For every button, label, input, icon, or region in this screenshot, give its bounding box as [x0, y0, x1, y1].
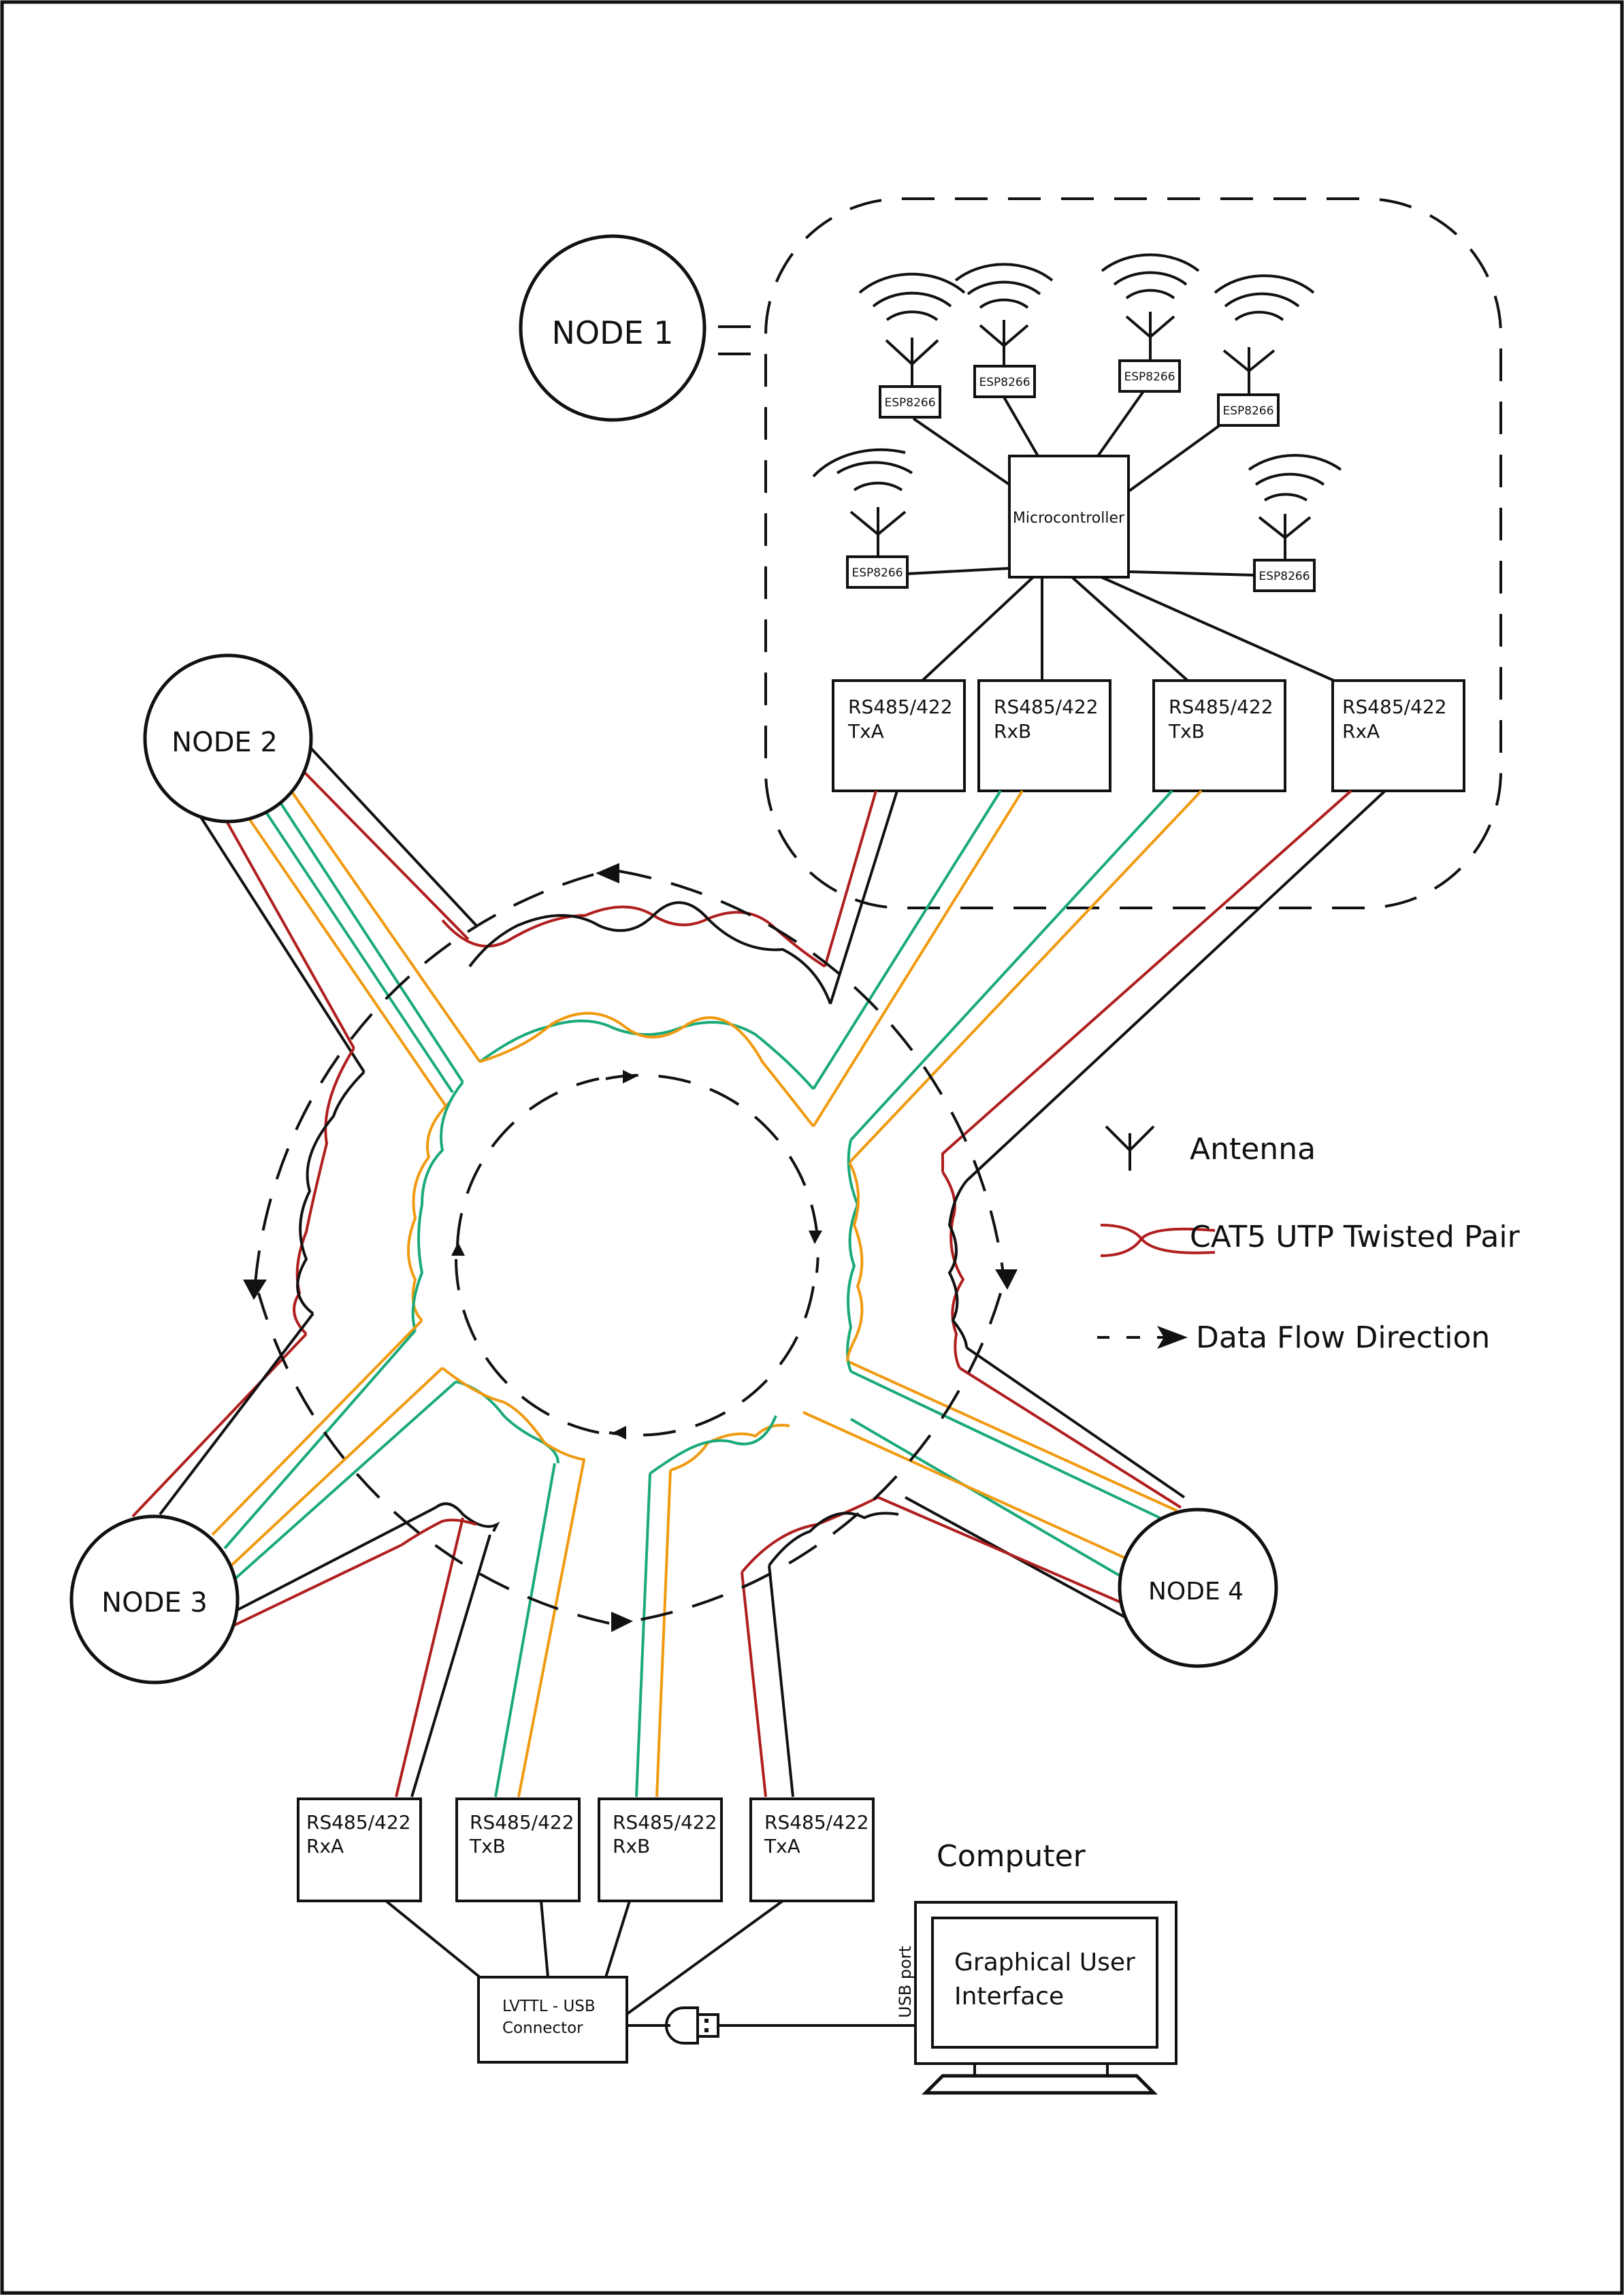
rs-box-line1: RS485/422 — [994, 696, 1099, 718]
esp-module-4: ESP8266 — [1214, 274, 1315, 427]
arrow-icon — [596, 863, 619, 883]
lvttl-usb-connector: LVTTL - USB Connector — [477, 1976, 628, 2064]
antenna-icon — [885, 338, 939, 387]
signal-waves-icon — [858, 272, 966, 321]
rs-box-line1: RS485/422 — [470, 1811, 574, 1834]
node2-circle — [143, 653, 313, 824]
bottom-rs-box-1: RS485/422 RxA — [297, 1797, 422, 1902]
wires — [131, 742, 1386, 1797]
node2-label: NODE 2 — [172, 727, 278, 758]
rs-box-line2: RxA — [1342, 720, 1380, 743]
twisted-pair-icon — [1100, 1224, 1216, 1257]
arrow-icon — [451, 1242, 465, 1256]
esp-module-2: ESP8266 — [954, 263, 1054, 398]
rs-box-line1: RS485/422 — [848, 696, 953, 718]
antenna-icon — [849, 507, 907, 557]
esp-module-1: ESP8266 — [858, 272, 966, 419]
connector-links — [385, 1900, 784, 2016]
signal-waves-icon — [1214, 274, 1315, 321]
rs-box-line1: RS485/422 — [613, 1811, 717, 1834]
usb-plug-icon — [627, 2006, 915, 2045]
rs-box-line2: TxA — [847, 720, 884, 743]
data-flow-arrows — [243, 863, 1018, 1632]
node4-label: NODE 4 — [1148, 1578, 1244, 1606]
rs-box-line1: RS485/422 — [764, 1811, 869, 1834]
arrow-icon — [613, 1426, 626, 1439]
computer-title: Computer — [937, 1839, 1086, 1874]
microcontroller-box — [1008, 455, 1130, 579]
esp-label-1: ESP8266 — [884, 396, 935, 410]
arrow-icon — [611, 1612, 633, 1632]
node1-rs-box-4: RS485/422 RxA — [1331, 679, 1465, 792]
esp-label-2: ESP8266 — [979, 376, 1030, 389]
node1-rs-box-3: RS485/422 TxB — [1152, 679, 1286, 792]
legend-data-flow: Data Flow Direction — [1196, 1320, 1490, 1355]
signal-waves-icon — [1248, 454, 1342, 502]
node1-enclosure — [764, 197, 1502, 909]
bottom-rs-box-3: RS485/422 RxB — [598, 1797, 723, 1902]
rs-box-line1: RS485/422 — [1169, 696, 1273, 718]
rs-box-line2: TxB — [1168, 720, 1205, 743]
arrow-icon — [243, 1280, 267, 1300]
arrow-icon — [809, 1231, 822, 1244]
esp-label-4: ESP8266 — [1222, 404, 1273, 418]
antenna-icon — [979, 320, 1029, 366]
antenna-icon — [1125, 312, 1175, 361]
rs-box-line2: RxB — [994, 720, 1031, 743]
node4-circle — [1118, 1508, 1278, 1668]
node1-circle — [519, 234, 707, 422]
rs-box-line1: RS485/422 — [1342, 696, 1447, 718]
node1-rs-box-2: RS485/422 RxB — [977, 679, 1111, 792]
rs-box-line2: TxA — [764, 1835, 800, 1857]
rs-box-line1: RS485/422 — [306, 1811, 411, 1834]
esp-label-5: ESP8266 — [851, 566, 903, 580]
usb-port-label: USB port — [896, 1946, 915, 2018]
signal-waves-icon — [812, 448, 913, 491]
legend: Antenna CAT5 UTP Twisted Pair Data Flow … — [1097, 1125, 1521, 1355]
arrow-icon — [623, 1070, 636, 1084]
esp-label-3: ESP8266 — [1124, 370, 1175, 384]
arrow-icon — [995, 1269, 1018, 1290]
gui-line1: Graphical User — [954, 1949, 1135, 1976]
esp-module-6: ESP8266 — [1248, 454, 1342, 592]
gui-line2: Interface — [954, 1983, 1064, 2011]
bottom-rs-box-2: RS485/422 TxB — [455, 1797, 581, 1902]
node3-label: NODE 3 — [101, 1587, 208, 1618]
esp-label-6: ESP8266 — [1258, 570, 1310, 583]
rs-box-line2: RxA — [306, 1835, 344, 1857]
antenna-icon — [1258, 514, 1312, 560]
node1-label: NODE 1 — [552, 314, 674, 351]
antenna-icon — [1222, 347, 1276, 395]
esp-module-5: ESP8266 — [812, 448, 913, 589]
esp-connections — [907, 390, 1335, 682]
signal-waves-icon — [1101, 253, 1200, 299]
legend-antenna: Antenna — [1190, 1132, 1316, 1167]
connector-line1: LVTTL - USB — [502, 1998, 596, 2015]
bottom-rs-box-4: RS485/422 TxA — [749, 1797, 875, 1902]
connector-line2: Connector — [502, 2019, 583, 2037]
antenna-icon — [1105, 1125, 1155, 1171]
dashed-arrow-icon — [1097, 1326, 1188, 1349]
computer-icon — [914, 1901, 1178, 2095]
microcontroller-label: Microcontroller — [1013, 510, 1125, 527]
rs-box-line2: TxB — [469, 1835, 506, 1857]
signal-waves-icon — [954, 263, 1054, 309]
node3-circle — [69, 1514, 240, 1684]
esp-module-3: ESP8266 — [1101, 253, 1200, 393]
rs-box-line2: RxB — [613, 1835, 650, 1857]
legend-twisted-pair: CAT5 UTP Twisted Pair — [1190, 1220, 1521, 1254]
node1-rs-box-1: RS485/422 TxA — [832, 679, 966, 792]
